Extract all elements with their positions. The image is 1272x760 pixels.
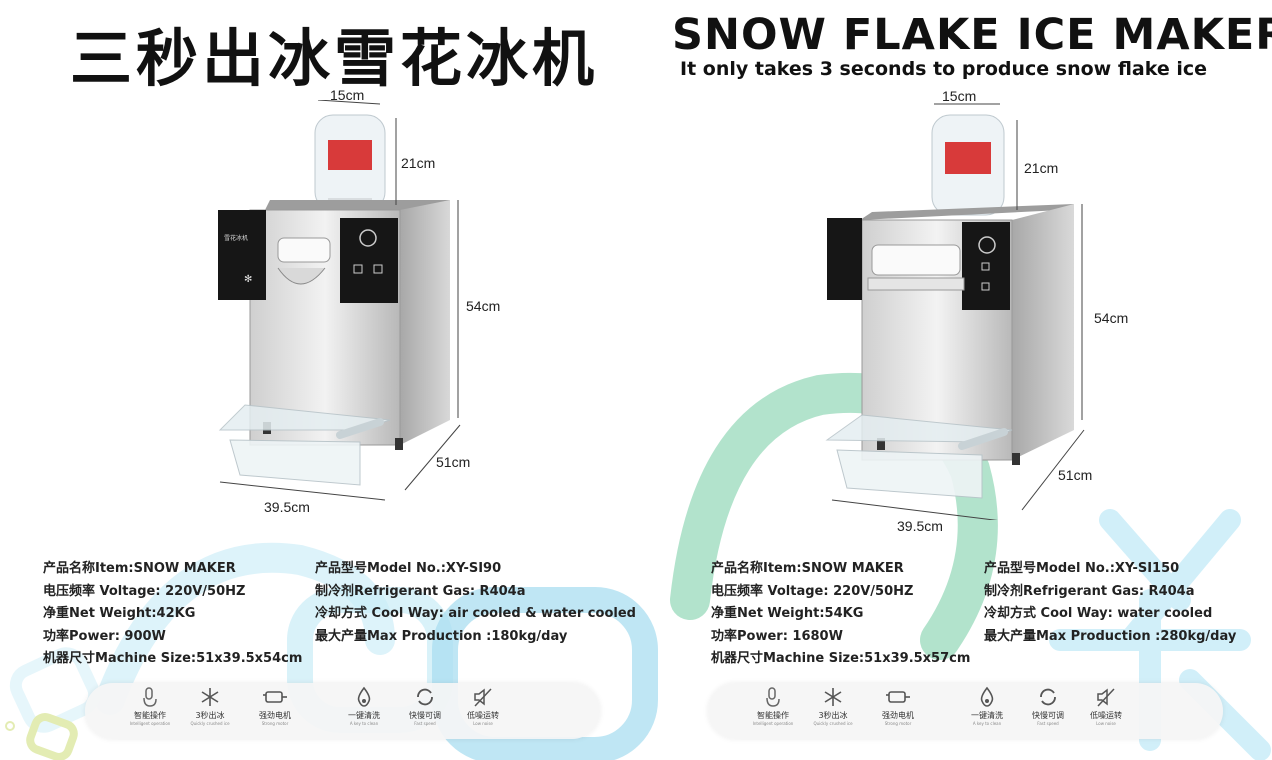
left-dim-width: 39.5cm bbox=[264, 499, 310, 515]
feature-label: 3秒出冰 bbox=[818, 711, 848, 720]
title-english: SNOW FLAKE ICE MAKER bbox=[672, 10, 1272, 60]
feature-sublabel: Low noise bbox=[1096, 721, 1116, 726]
feature-sublabel: Low noise bbox=[473, 721, 493, 726]
feature-label: 3秒出冰 bbox=[195, 711, 225, 720]
feature-sublabel: Strong motor bbox=[261, 721, 289, 726]
spec-line: 最大产量Max Production :280kg/day bbox=[984, 628, 1237, 644]
motor-icon bbox=[245, 686, 305, 708]
left-machine-image: 雪花冰机 ✻ bbox=[218, 100, 461, 501]
feature-sublabel: Quickly crushed ice bbox=[190, 721, 230, 726]
right-dim-top-width: 15cm bbox=[942, 88, 977, 104]
feature-sublabel: Fast speed bbox=[414, 721, 436, 726]
feature-sublabel: A key to clean bbox=[972, 721, 1002, 726]
title-chinese: 三秒出冰雪花冰机 bbox=[70, 22, 599, 95]
feature-label: 一键清洗 bbox=[348, 711, 380, 720]
refresh-icon bbox=[395, 686, 455, 708]
left-feature-bar bbox=[85, 683, 600, 739]
feature-sublabel: Intelligent operation bbox=[129, 721, 171, 726]
left-dim-depth: 51cm bbox=[436, 454, 471, 470]
feature-label: 强劲电机 bbox=[882, 711, 914, 720]
left-specs-col2: 产品型号Model No.:XY-SI90 制冷剂Refrigerant Gas… bbox=[315, 558, 636, 648]
svg-text:✻: ✻ bbox=[244, 274, 252, 285]
spec-line: 电压频率 Voltage: 220V/50HZ bbox=[711, 583, 914, 599]
snowflake-icon bbox=[803, 686, 863, 708]
feature-label: 一键清洗 bbox=[971, 711, 1003, 720]
spec-line: 冷却方式 Cool Way: water cooled bbox=[984, 606, 1213, 621]
motor-icon bbox=[868, 686, 928, 708]
touch-icon bbox=[743, 686, 803, 708]
spec-line: 冷却方式 Cool Way: air cooled & water cooled bbox=[315, 606, 636, 621]
feature-label: 快慢可调 bbox=[1032, 711, 1064, 720]
feature-sublabel: Quickly crushed ice bbox=[813, 721, 853, 726]
mute-icon bbox=[1076, 686, 1136, 708]
spec-line: 机器尺寸Machine Size:51x39.5x54cm bbox=[43, 651, 303, 666]
spec-line: 产品型号Model No.:XY-SI150 bbox=[984, 561, 1180, 576]
water-drop-icon bbox=[334, 686, 394, 708]
svg-text:雪花冰机: 雪花冰机 bbox=[224, 234, 248, 242]
feature-label: 智能操作 bbox=[757, 711, 789, 720]
feature-label: 智能操作 bbox=[134, 711, 166, 720]
refresh-icon bbox=[1018, 686, 1078, 708]
subtitle: It only takes 3 seconds to produce snow … bbox=[680, 58, 1208, 80]
right-dim-width: 39.5cm bbox=[897, 518, 943, 534]
water-drop-icon bbox=[957, 686, 1017, 708]
right-specs-col2: 产品型号Model No.:XY-SI150 制冷剂Refrigerant Ga… bbox=[984, 558, 1236, 648]
feature-sublabel: A key to clean bbox=[349, 721, 379, 726]
right-dim-bottle-height: 21cm bbox=[1024, 160, 1059, 176]
spec-line: 净重Net Weight:42KG bbox=[43, 606, 196, 621]
spec-line: 机器尺寸Machine Size:51x39.5x57cm bbox=[711, 651, 971, 666]
spec-line: 产品名称Item:SNOW MAKER bbox=[711, 561, 904, 576]
spec-line: 电压频率 Voltage: 220V/50HZ bbox=[43, 583, 246, 599]
left-dim-body-height: 54cm bbox=[466, 298, 501, 314]
feature-label: 快慢可调 bbox=[409, 711, 441, 720]
spec-line: 净重Net Weight:54KG bbox=[711, 606, 864, 621]
feature-sublabel: Strong motor bbox=[884, 721, 912, 726]
right-dim-depth: 51cm bbox=[1058, 467, 1093, 483]
spec-line: 最大产量Max Production :180kg/day bbox=[315, 628, 568, 644]
right-feature-bar bbox=[708, 683, 1223, 739]
spec-line: 制冷剂Refrigerant Gas: R404a bbox=[315, 583, 526, 599]
left-dim-top-width: 15cm bbox=[330, 87, 365, 103]
feature-label: 强劲电机 bbox=[259, 711, 291, 720]
right-machine-image bbox=[825, 103, 1085, 520]
spec-line: 功率Power: 1680W bbox=[711, 628, 843, 644]
feature-sublabel: Fast speed bbox=[1037, 721, 1059, 726]
feature-label: 低噪运转 bbox=[1090, 711, 1122, 720]
touch-icon bbox=[120, 686, 180, 708]
spec-line: 产品名称Item:SNOW MAKER bbox=[43, 561, 236, 576]
feature-label: 低噪运转 bbox=[467, 711, 499, 720]
spec-line: 产品型号Model No.:XY-SI90 bbox=[315, 561, 502, 576]
spec-line: 制冷剂Refrigerant Gas: R404a bbox=[984, 583, 1195, 599]
feature-sublabel: Intelligent operation bbox=[752, 721, 794, 726]
mute-icon bbox=[453, 686, 513, 708]
right-specs-col1: 产品名称Item:SNOW MAKER 电压频率 Voltage: 220V/5… bbox=[711, 558, 970, 671]
left-dim-bottle-height: 21cm bbox=[401, 155, 436, 171]
spec-line: 功率Power: 900W bbox=[43, 628, 166, 644]
left-specs-col1: 产品名称Item:SNOW MAKER 电压频率 Voltage: 220V/5… bbox=[43, 558, 302, 671]
snowflake-icon bbox=[180, 686, 240, 708]
right-dim-body-height: 54cm bbox=[1094, 310, 1129, 326]
